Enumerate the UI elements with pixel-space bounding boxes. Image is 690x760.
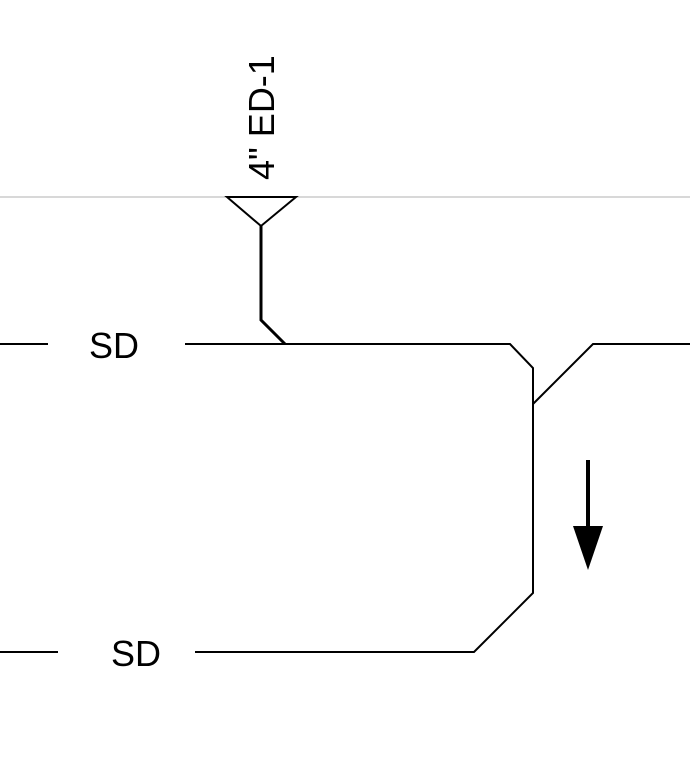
upper-sd-label: SD — [89, 325, 139, 366]
lower-sd-label: SD — [111, 633, 161, 674]
drain-tag-label: 4" ED-1 — [241, 55, 282, 180]
upper-sd-pipe-main — [185, 343, 534, 653]
drain-riser-pipe — [259, 226, 287, 346]
floor-drain-symbol — [224, 196, 299, 228]
branch-pipe-right — [532, 343, 690, 405]
flow-arrow-down-icon — [573, 460, 603, 570]
